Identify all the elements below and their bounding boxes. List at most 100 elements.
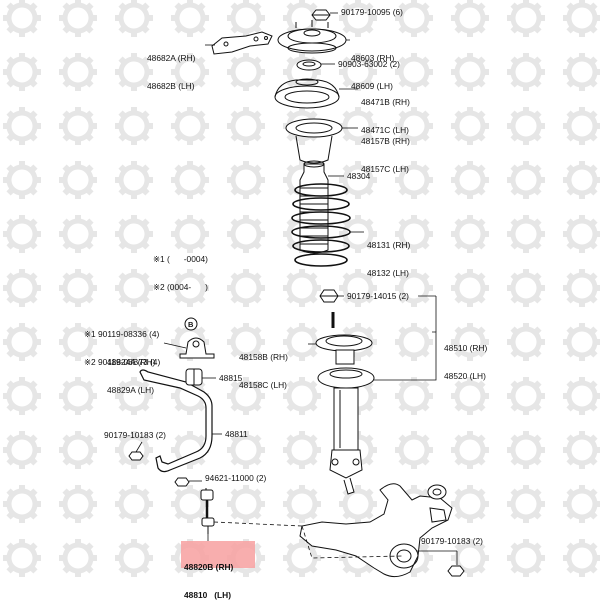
watermark-gear-icon (395, 0, 433, 37)
watermark-gear-icon (395, 215, 433, 253)
label-knuckle-nut: 90179-10183 (2) (421, 536, 483, 546)
watermark-gear-icon (339, 0, 377, 37)
watermark-gear-icon (283, 485, 321, 523)
watermark-gear-icon (507, 485, 545, 523)
watermark-gear-icon (507, 539, 545, 577)
watermark-gear-icon (507, 0, 545, 37)
watermark-gear-icon (3, 215, 41, 253)
watermark-gear-icon (395, 53, 433, 91)
watermark-gear-icon (115, 215, 153, 253)
steering-knuckle-part (299, 483, 453, 578)
watermark-gear-icon (115, 377, 153, 415)
watermark-gear-icon (451, 323, 489, 361)
watermark-gear-icon (507, 161, 545, 199)
coil-spring-part (291, 183, 351, 267)
watermark-gear-icon (507, 377, 545, 415)
watermark-gear-icon (283, 377, 321, 415)
watermark-gear-icon (563, 215, 600, 253)
watermark-gear-icon (115, 539, 153, 577)
label-bearing: 90903-63002 (2) (338, 59, 400, 69)
watermark-gear-icon (227, 377, 265, 415)
watermark-gear-icon (563, 539, 600, 577)
watermark-gear-icon (563, 269, 600, 307)
watermark-gear-icon (395, 107, 433, 145)
watermark-gear-icon (3, 431, 41, 469)
watermark-gear-icon (339, 53, 377, 91)
watermark-gear-icon (227, 161, 265, 199)
watermark-gear-icon (59, 323, 97, 361)
watermark-gear-icon (339, 269, 377, 307)
watermark-gear-icon (59, 269, 97, 307)
shock-absorber-part (315, 312, 375, 495)
watermark-gear-icon (59, 161, 97, 199)
watermark-gear-icon (451, 107, 489, 145)
watermark-gear-icon (3, 53, 41, 91)
watermark-gear-icon (395, 323, 433, 361)
watermark-gear-icon (171, 53, 209, 91)
watermark-gear-icon (563, 53, 600, 91)
watermark-gear-icon (563, 377, 600, 415)
watermark-gear-icon (3, 0, 41, 37)
watermark-gear-icon (283, 431, 321, 469)
label-lower-insulator: 48158B (RH) 48158C (LH) (239, 351, 288, 391)
watermark-gear-icon (59, 53, 97, 91)
stabilizer-nut-part (128, 451, 144, 461)
watermark-gear-icon (283, 269, 321, 307)
bearing-part (296, 59, 322, 71)
watermark-gear-icon (227, 485, 265, 523)
watermark-gear-icon (395, 431, 433, 469)
watermark-gear-icon (171, 161, 209, 199)
knuckle-nut-part (447, 565, 465, 577)
watermark-gear-icon (339, 107, 377, 145)
watermark-gear-icon (507, 107, 545, 145)
suspension-support-part (277, 20, 347, 54)
watermark-gear-icon (115, 431, 153, 469)
watermark-gear-icon (507, 215, 545, 253)
spring-insulator-part (285, 118, 343, 164)
watermark-gear-icon (3, 377, 41, 415)
watermark-gear-icon (451, 485, 489, 523)
upper-spring-seat-part (274, 78, 340, 109)
watermark-gear-icon (171, 107, 209, 145)
watermark-gear-icon (227, 269, 265, 307)
watermark-gear-icon (227, 107, 265, 145)
top-nut-part (311, 9, 331, 21)
watermark-gear-icon (227, 215, 265, 253)
stabilizer-bushing-part (185, 368, 203, 386)
watermark-gear-icon (451, 0, 489, 37)
label-top-nut: 90179-10095 (6) (341, 7, 403, 17)
watermark-gear-icon (115, 53, 153, 91)
label-bumper: 48304 (347, 171, 371, 181)
stabilizer-bar-part (139, 369, 213, 473)
watermark-gear-icon (507, 323, 545, 361)
watermark-gear-icon (451, 215, 489, 253)
bump-stopper-part (299, 160, 329, 254)
label-strut-nut: 90179-14015 (2) (347, 291, 409, 301)
watermark-gear-icon (115, 269, 153, 307)
watermark-gear-icon (563, 431, 600, 469)
support-bracket-part (211, 31, 273, 55)
watermark-gear-icon (563, 485, 600, 523)
watermark-gear-icon (563, 0, 600, 37)
label-spring: 48131 (RH) 48132 (LH) (367, 239, 411, 279)
watermark-gear-icon (227, 0, 265, 37)
label-notes: ※1 ( -0004) ※2 (0004- ) (153, 253, 208, 293)
label-bushing: 48815 (219, 373, 243, 383)
watermark-gear-icon (3, 161, 41, 199)
highlighted-part-box (181, 541, 255, 568)
watermark-gear-icon (451, 269, 489, 307)
watermark-gear-icon (507, 431, 545, 469)
watermark-gear-icon (3, 107, 41, 145)
watermark-gear-icon (227, 323, 265, 361)
watermark-gear-icon (171, 485, 209, 523)
watermark-gear-icon (395, 269, 433, 307)
watermark-gear-icon (59, 215, 97, 253)
label-upper-seat: 48471B (RH) 48471C (LH) (361, 96, 410, 136)
watermark-gear-icon (227, 53, 265, 91)
label-stabilizer-nut: 90179-10183 (2) (104, 430, 166, 440)
label-stabilizer: 48811 (225, 429, 248, 439)
label-stabilizer-link: 48820B (RH) 48810 (LH) (184, 561, 234, 600)
watermark-gear-icon (59, 0, 97, 37)
watermark-gear-icon (59, 377, 97, 415)
